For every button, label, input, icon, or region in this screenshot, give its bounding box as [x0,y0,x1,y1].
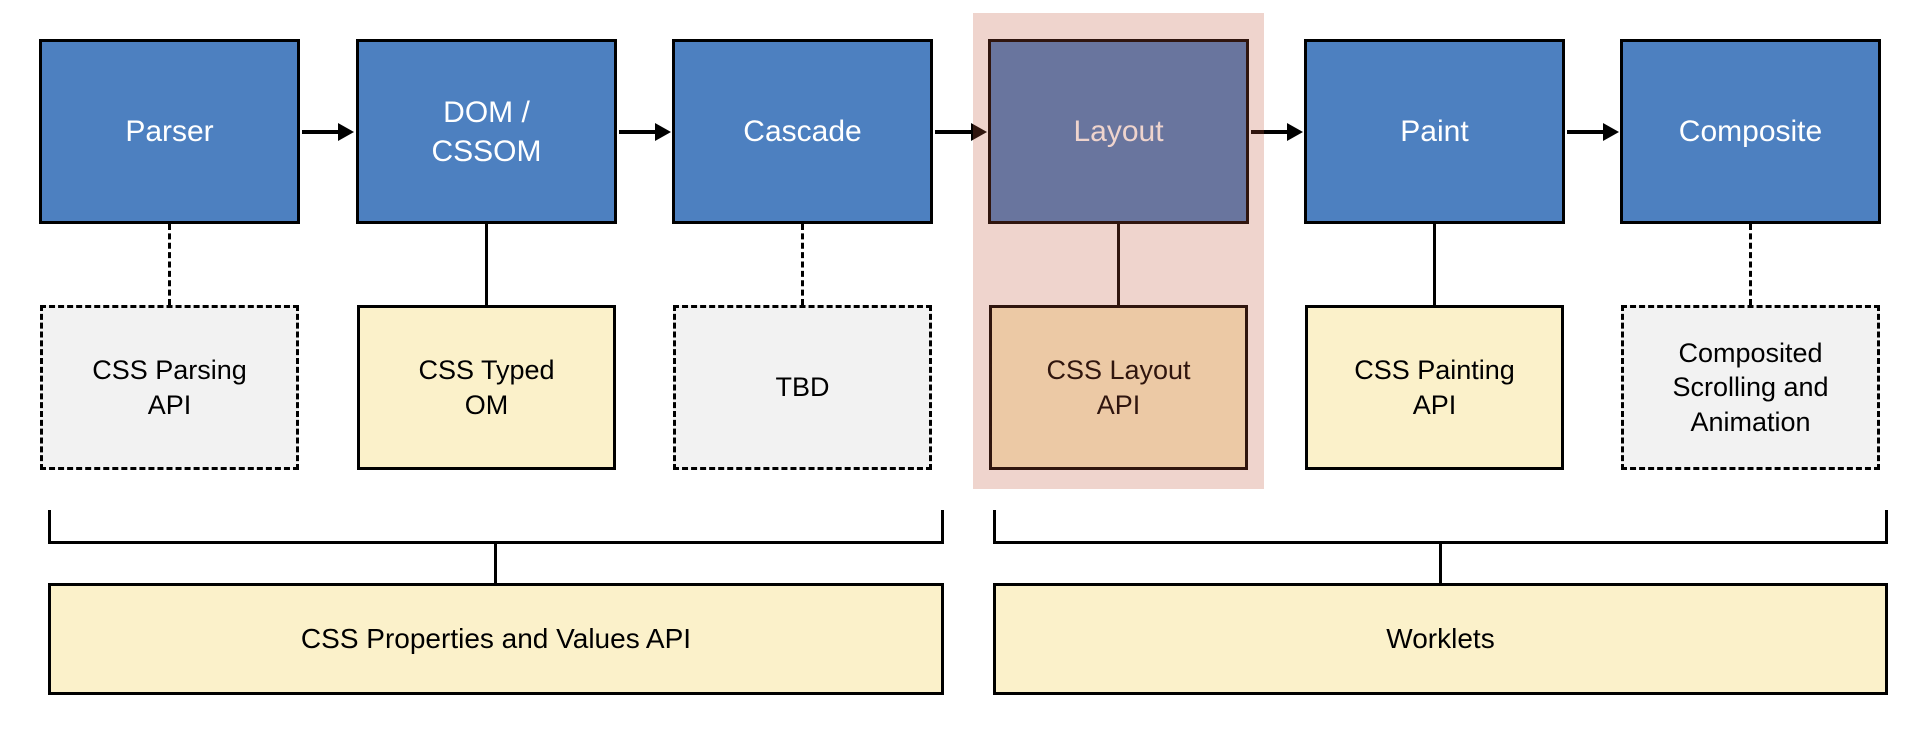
stage-box-composite: Composite [1620,39,1881,224]
connector-parser-api [168,224,171,305]
stage-label-cascade: Cascade [743,115,862,148]
stage-box-dom-cssom: DOM / CSSOM [356,39,617,224]
bracket-stem-worklets [1439,544,1442,583]
arrow-paint-to-composite-icon [1567,123,1619,141]
stage-label-parser: Parser [125,115,214,148]
connector-layout-api [1117,224,1120,305]
arrow-parser-to-dom-icon [302,123,354,141]
connector-composite-api [1749,224,1752,305]
bracket-stem-properties-values [494,544,497,583]
group-label-properties-values-api: CSS Properties and Values API [300,623,692,654]
group-label-worklets: Worklets [1386,623,1495,654]
api-box-css-typed-om: CSS Typed OM [357,305,616,470]
connector-dom-api [485,224,488,305]
api-box-css-parsing: CSS Parsing API [40,305,299,470]
api-label-css-typed-om: CSS Typed OM [418,354,555,420]
bracket-worklets [993,510,1888,544]
group-box-worklets: Worklets [993,583,1888,695]
stage-label-composite: Composite [1678,115,1823,148]
connector-paint-api [1433,224,1436,305]
api-box-composited-scrolling: Composited Scrolling and Animation [1621,305,1880,470]
api-box-css-layout: CSS Layout API [989,305,1248,470]
stage-label-paint: Paint [1400,115,1469,148]
stage-box-cascade: Cascade [672,39,933,224]
stage-box-layout: Layout [988,39,1249,224]
api-label-composited-scrolling: Composited Scrolling and Animation [1672,337,1829,437]
arrow-dom-to-cascade-icon [619,123,671,141]
group-box-properties-values-api: CSS Properties and Values API [48,583,944,695]
stage-box-paint: Paint [1304,39,1565,224]
api-label-css-parsing: CSS Parsing API [92,354,247,420]
arrow-cascade-to-layout-icon [935,123,987,141]
stage-label-layout: Layout [1073,115,1164,148]
connector-cascade-api [801,224,804,305]
stage-label-dom-cssom: DOM / CSSOM [431,95,542,168]
api-label-css-layout: CSS Layout API [1046,354,1191,420]
api-label-css-painting: CSS Painting API [1354,354,1515,420]
bracket-properties-values [48,510,944,544]
api-label-tbd: TBD [775,372,830,403]
stage-box-parser: Parser [39,39,300,224]
arrow-layout-to-paint-icon [1251,123,1303,141]
api-box-css-painting: CSS Painting API [1305,305,1564,470]
api-box-tbd: TBD [673,305,932,470]
